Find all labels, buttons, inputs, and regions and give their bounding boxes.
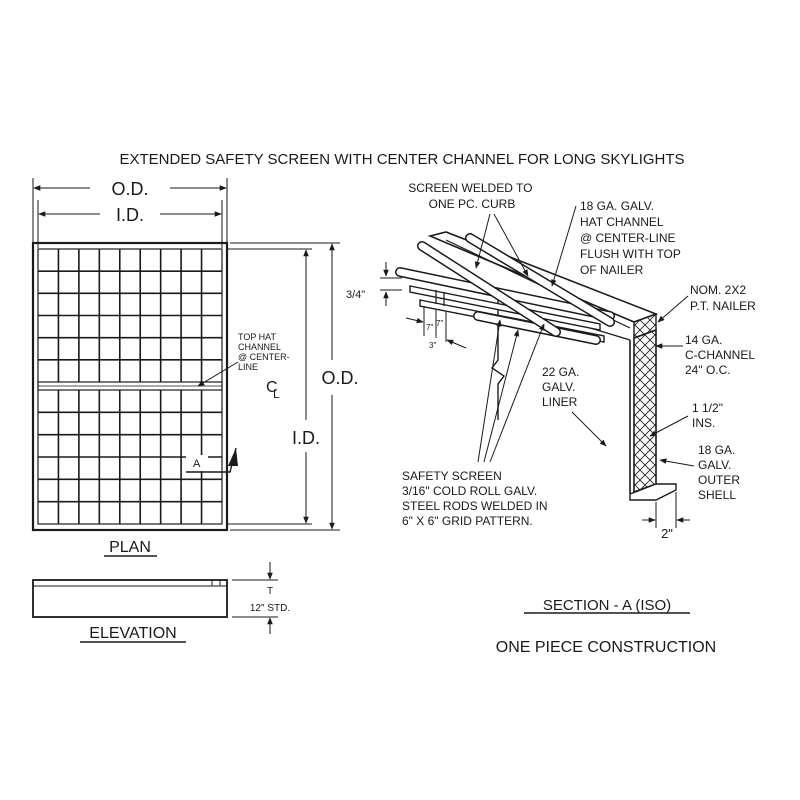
dim-two-inch: 2" (642, 492, 690, 541)
plan-hat-channel-note: TOP HAT CHANNEL @ CENTER- LINE (197, 332, 292, 387)
plan-outer-frame (31, 241, 229, 532)
curb-wall (629, 328, 677, 501)
svg-text:18 GA. GALV. HAT CHANN: 18 GA. GALV. HAT CHANNEL @ CENTER-LINE F… (580, 199, 684, 277)
plan-id-dimension: I.D. (37, 200, 223, 248)
svg-text:NOM. 2X2 P.T. NAILER: NOM. 2X2 P.T. NAILER (690, 283, 756, 313)
plan-id-label: I.D. (116, 205, 144, 225)
plan-od-label: O.D. (111, 179, 148, 199)
svg-text:A: A (193, 458, 201, 470)
svg-text:3/4": 3/4" (346, 289, 365, 301)
plan-od-dimension: O.D. (32, 178, 228, 242)
construction-caption: ONE PIECE CONSTRUCTION (496, 639, 716, 656)
elevation-curb (32, 579, 228, 618)
centerline-symbol: C L (266, 379, 280, 401)
plan-side-od-dimension: O.D. (230, 242, 359, 531)
svg-text:C: C (266, 379, 278, 396)
note-outer-shell: 18 GA. GALV. OUTER SHELL (659, 443, 743, 502)
svg-text:1 1/2" INS.: 1 1/2" INS. (692, 401, 726, 430)
svg-text:3": 3" (429, 341, 436, 350)
note-nailer: NOM. 2X2 P.T. NAILER (657, 283, 756, 323)
screen-rods (395, 233, 615, 345)
note-insulation: 1 1/2" INS. (649, 401, 726, 437)
elevation-dim-std: 12" STD. (250, 603, 290, 614)
section-caption: SECTION - A (ISO) (543, 597, 671, 614)
note-screen-welded: SCREEN WELDED TO ONE PC. CURB (408, 181, 536, 277)
note-liner: 22 GA. GALV. LINER (542, 365, 607, 447)
svg-text:2": 2" (661, 526, 673, 541)
svg-text:7": 7" (426, 323, 433, 332)
drawing-title: EXTENDED SAFETY SCREEN WITH CENTER CHANN… (119, 151, 684, 168)
note-hat-channel: 18 GA. GALV. HAT CHANNEL @ CENTER-LINE F… (551, 199, 684, 287)
plan-side-id-dimension: I.D. (226, 248, 320, 525)
elevation-view: T 12" STD. ELEVATION (32, 562, 290, 643)
svg-text:L: L (273, 387, 280, 401)
svg-text:7": 7" (436, 319, 443, 328)
dim-three-quarter: 3/4" (346, 262, 402, 306)
elevation-dim-t: T (267, 586, 273, 597)
note-c-channel: 14 GA. C-CHANNEL 24" O.C. (655, 333, 758, 377)
elevation-caption: ELEVATION (89, 625, 176, 642)
section-a-iso-view: 3/4" 7" 7" 3" 2" SCREEN WELDED TO ONE PC… (346, 181, 758, 656)
plan-center-hat-channel (37, 381, 223, 391)
svg-text:14 GA. C-CHANNEL: 14 GA. C-CHANNEL 24" O.C. (685, 333, 758, 377)
plan-caption: PLAN (109, 539, 151, 556)
svg-text:SCREEN WELDED TO ONE P: SCREEN WELDED TO ONE PC. CURB (408, 181, 536, 211)
dim-hat-flanges: 7" 7" 3" (405, 306, 467, 350)
svg-text:TOP HAT CHANNEL: TOP HAT CHANNEL @ CENTER- LINE (238, 332, 292, 372)
section-a-marker: A (186, 447, 238, 473)
plan-view: O.D. I.D. TOP HAT CHANNEL @ CENTER- LINE (31, 178, 359, 557)
svg-text:22 GA. GALV. L: 22 GA. GALV. LINER (542, 365, 583, 409)
plan-side-od-label: O.D. (321, 368, 358, 388)
note-safety-screen: SAFETY SCREEN 3/16" COLD ROLL GALV. STEE… (402, 319, 551, 528)
svg-text:SAFETY SCREEN 3/16" CO: SAFETY SCREEN 3/16" COLD ROLL GALV. STEE… (402, 469, 551, 528)
plan-side-id-label: I.D. (292, 428, 320, 448)
svg-text:18 GA. GALV. O: 18 GA. GALV. OUTER SHELL (698, 443, 743, 502)
